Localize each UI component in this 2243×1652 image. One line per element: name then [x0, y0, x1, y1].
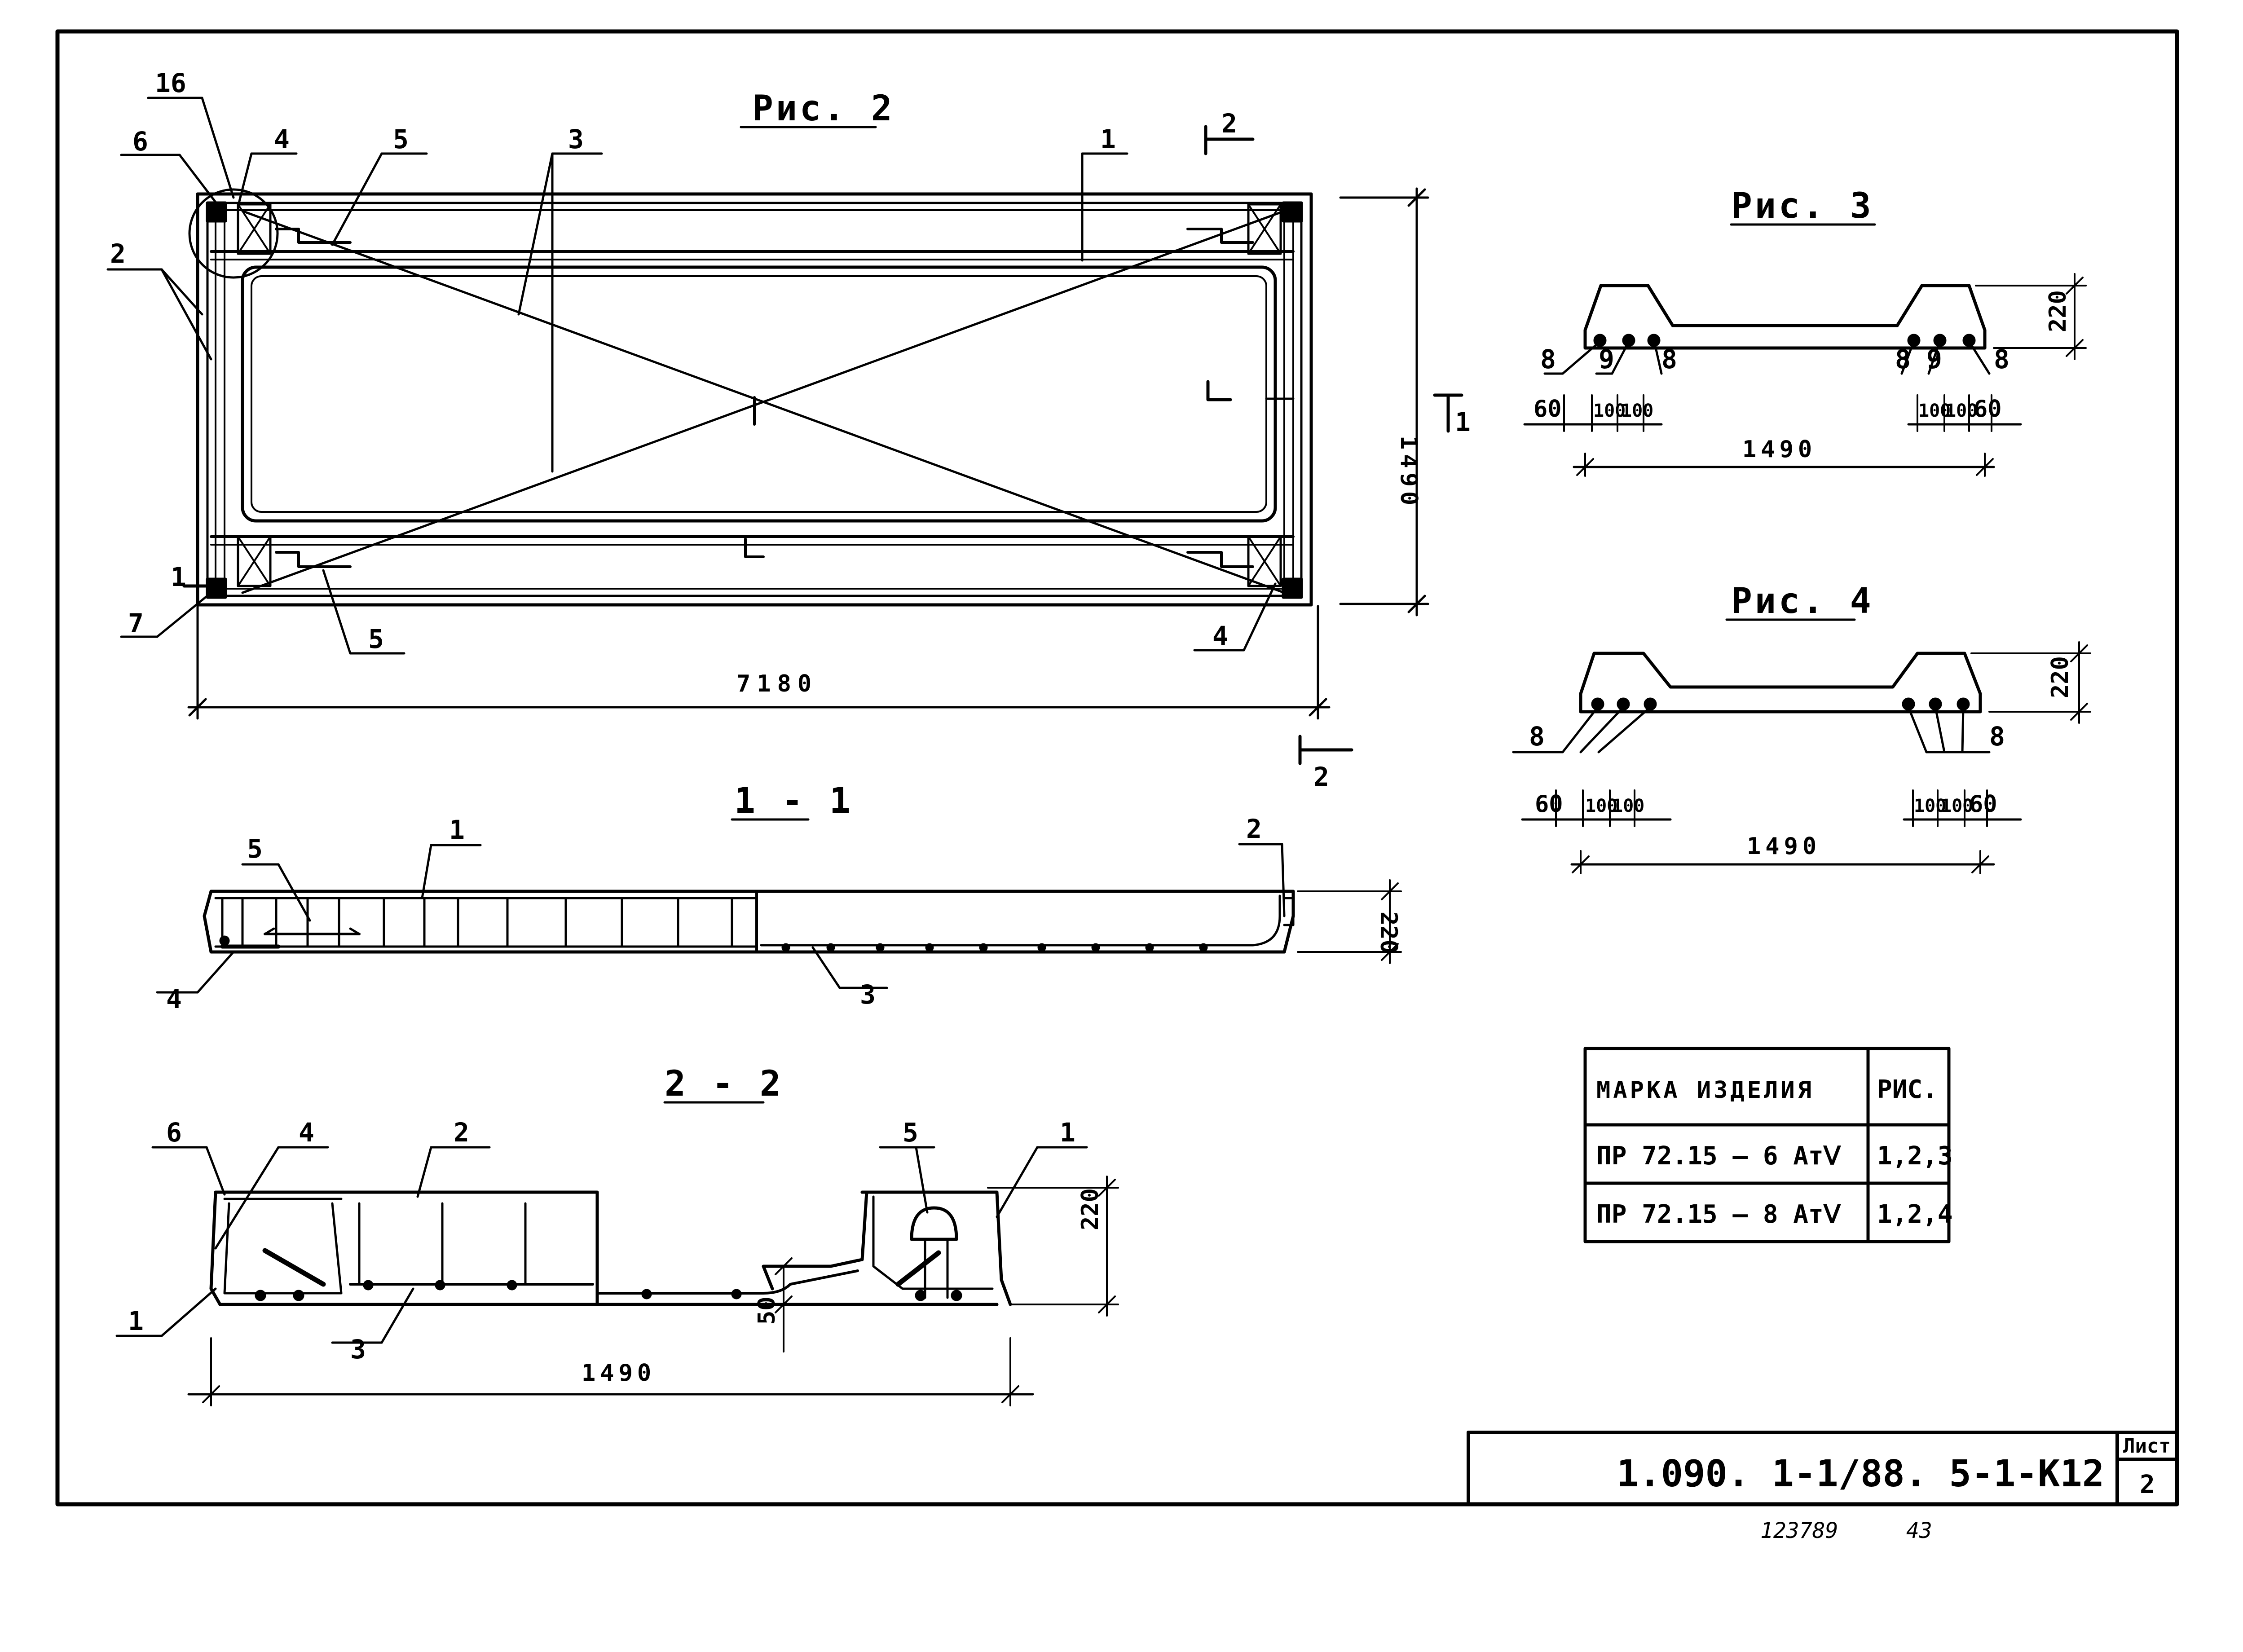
fig3-bar-8-b: 8: [1661, 344, 1677, 374]
sec22-callout-6: 6: [166, 1117, 182, 1148]
fig3-dim-100-d: 100: [1945, 401, 1978, 421]
fig2-callout-7: 7: [128, 608, 144, 639]
fig2-callout-5-top: 5: [393, 124, 409, 154]
fig4-bar-8-right: 8: [1989, 721, 2005, 752]
table-row2-mark: ПР 72.15 — 8 АтⅤ: [1596, 1200, 1842, 1229]
section-mark-1-right: 1: [1455, 407, 1471, 437]
sheet-number: 2: [2140, 1470, 2155, 1499]
fig3-bar-9-b: 9: [1926, 344, 1942, 374]
sec22-title: 2 - 2: [665, 1064, 784, 1104]
fig2-dimensions: [187, 187, 1429, 720]
fig4-dim-100-b: 100: [1612, 796, 1644, 816]
fig3-width-dim: 1490: [1742, 436, 1816, 463]
fig3-section: [1523, 223, 2087, 477]
table-header-mark: МАРКА ИЗДЕЛИЯ: [1596, 1077, 1814, 1104]
fig3-dim-100-a: 100: [1593, 401, 1626, 421]
fig2-length-dim: 7180: [736, 670, 818, 697]
sec22-section: [115, 1101, 1119, 1406]
sec22-callout-1-right: 1: [1060, 1117, 1075, 1148]
sec22-callout-1-left: 1: [128, 1306, 144, 1336]
fig3-dim-100-c: 100: [1918, 401, 1951, 421]
fig4-dim-60-left: 60: [1535, 791, 1563, 818]
table-row1-fig: 1,2,3: [1877, 1141, 1953, 1171]
section-mark-2-top: 2: [1221, 108, 1237, 139]
fig4-dim-100-c: 100: [1914, 796, 1946, 816]
fig4-bar-8-left: 8: [1529, 721, 1545, 752]
fig2-callout-5-bottom: 5: [368, 624, 384, 654]
fig3-bar-8-d: 8: [1994, 344, 2009, 374]
fig3-bar-8-a: 8: [1540, 344, 1556, 374]
sec11-callout-1: 1: [449, 815, 465, 845]
sec22-width-dim: 1490: [582, 1360, 656, 1387]
sec11-callout-2: 2: [1246, 814, 1262, 844]
sheet-label: Лист: [2123, 1435, 2171, 1458]
fig4-section: [1512, 618, 2091, 874]
stamp-page: 43: [1906, 1518, 1932, 1543]
document-code: 1.090. 1-1/88. 5-1-К12: [1617, 1453, 2104, 1495]
sec11-height-dim: 220: [1375, 912, 1402, 954]
sheet-frame: [55, 29, 2179, 1507]
fig4-dim-60-right: 60: [1969, 791, 1997, 818]
fig2-width-dim: 1490: [1395, 436, 1422, 510]
sec11-callout-3: 3: [860, 979, 876, 1010]
fig3-dim-60-right: 60: [1974, 396, 2002, 423]
fig2-callout-1: 1: [1100, 124, 1116, 154]
fig2-callout-16: 16: [155, 68, 186, 98]
fig4-dim-100-d: 100: [1941, 796, 1973, 816]
sec11-callout-5: 5: [247, 833, 263, 864]
fig2-title: Рис. 2: [752, 88, 895, 129]
table-row2-fig: 1,2,4: [1877, 1200, 1953, 1229]
sec22-callout-4: 4: [299, 1117, 314, 1148]
fig2-callout-3: 3: [568, 124, 584, 154]
fig4-height-dim: 220: [2047, 656, 2074, 698]
fig2-leaders: [106, 97, 1277, 655]
fig2-callout-4-bottom: 4: [1212, 621, 1228, 651]
fig3-bar-8-c: 8: [1895, 344, 1911, 374]
section-mark-2-bottom: 2: [1313, 762, 1329, 792]
fig3-title: Рис. 3: [1731, 186, 1874, 226]
fig2-callout-6: 6: [132, 126, 148, 157]
sec22-height-dim: 220: [1077, 1188, 1104, 1230]
title-block: [1467, 1431, 2179, 1506]
fig2-section-marks: [182, 125, 1463, 765]
fig2-plan: [188, 188, 1313, 607]
fig3-dim-60-left: 60: [1534, 396, 1562, 423]
sec22-callout-5: 5: [903, 1117, 918, 1148]
fig3-bar-9-a: 9: [1599, 344, 1614, 374]
sec11-callout-4: 4: [166, 984, 182, 1014]
fig3-height-dim: 220: [2045, 290, 2071, 332]
fig2-callout-4-top: 4: [274, 124, 290, 154]
fig3-dim-100-b: 100: [1621, 401, 1653, 421]
sec22-cover-dim: 50: [754, 1296, 780, 1325]
fig4-width-dim: 1490: [1747, 833, 1821, 860]
sec11-section: [156, 818, 1402, 994]
mark-table: [1583, 1047, 1951, 1243]
stamp-number: 123789: [1760, 1518, 1838, 1543]
table-row1-mark: ПР 72.15 — 6 АтⅤ: [1596, 1141, 1842, 1171]
sec22-callout-2: 2: [454, 1117, 469, 1148]
sec22-callout-3: 3: [350, 1334, 366, 1365]
table-header-fig: РИС.: [1877, 1075, 1938, 1104]
section-mark-1-left: 1: [171, 562, 186, 592]
sec11-title: 1 - 1: [734, 781, 853, 821]
fig4-title: Рис. 4: [1731, 581, 1874, 621]
fig4-dim-100-a: 100: [1585, 796, 1617, 816]
fig2-callout-2: 2: [110, 238, 126, 269]
